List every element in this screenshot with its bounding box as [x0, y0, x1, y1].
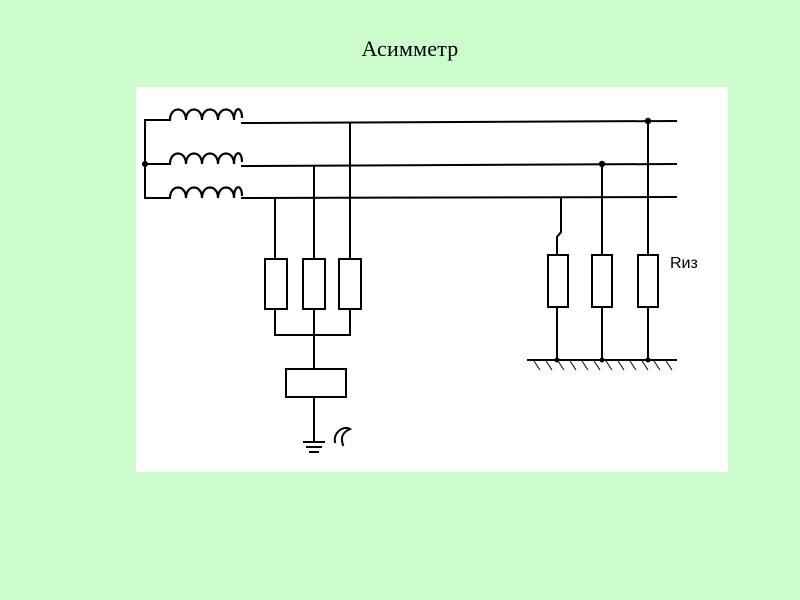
phase-line-c [240, 195, 678, 200]
phase-lines [240, 119, 678, 200]
insulation-resistor-b [591, 254, 613, 308]
generator-coils [142, 108, 244, 199]
circuit-diagram: Rиз [142, 108, 698, 453]
insulation-resistor-a [637, 254, 659, 308]
insulation-resistances: Rиз [527, 117, 698, 371]
meter-resistor-c [264, 258, 288, 310]
phase-line-a [240, 119, 678, 125]
generator-neutral-node [142, 161, 148, 167]
earth-node-b [599, 357, 605, 363]
asymmetry-meter [264, 122, 362, 453]
meter-resistor-a [338, 258, 362, 310]
ground-tick [333, 427, 353, 447]
earth-node-a [645, 357, 651, 363]
meter-star-point [274, 308, 351, 370]
insulation-lead-c [556, 197, 562, 256]
earth-hatching [533, 360, 673, 371]
coil-phase-c [168, 186, 244, 199]
ground-symbol [303, 441, 325, 453]
coil-phase-a [168, 108, 244, 121]
phase-line-b [240, 162, 678, 168]
coil-phase-b [168, 152, 244, 165]
circuit-diagram-panel: Rиз [136, 87, 728, 472]
generator-neutral-bus [144, 119, 171, 199]
slide-title: Асимметр [361, 36, 459, 61]
meter-resistor-b [302, 258, 326, 310]
insulation-resistor-label: Rиз [670, 255, 698, 272]
insulation-earth-leads [556, 306, 649, 361]
meter-device [285, 368, 347, 398]
insulation-resistor-c [547, 254, 569, 308]
